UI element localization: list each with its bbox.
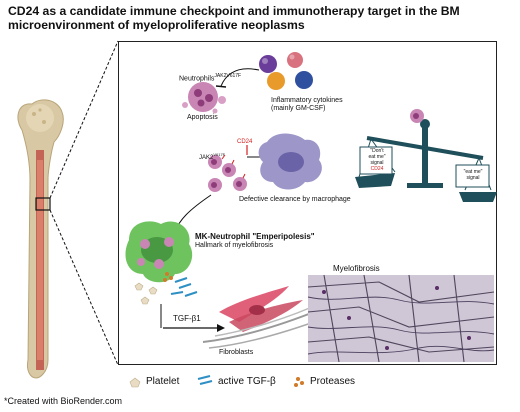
protease-icon [163, 272, 173, 282]
legend-proteases: Proteases [310, 376, 356, 387]
balance-scale-icon [355, 109, 497, 202]
femur-bone-icon [17, 99, 64, 379]
legend-active-tgf: active TGF-β [218, 376, 276, 387]
tgf-label: TGF-β1 [173, 314, 201, 323]
fibroblast-icon [202, 286, 326, 349]
apoptosis-label: Apoptosis [187, 114, 218, 121]
megakaryocyte-icon [125, 221, 193, 283]
cytokine-cluster-icon [259, 52, 313, 90]
defective-clearance-label: Defective clearance by macrophage [239, 196, 351, 203]
tgf-beta-icon [170, 277, 198, 297]
mk-neutrophil-title: MK-Neutrophil "Emperipolesis" [195, 232, 315, 241]
zoom-box [35, 197, 51, 211]
myelofibrosis-histology-image [307, 274, 495, 363]
figure-title: CD24 as a candidate immune checkpoint an… [8, 4, 460, 32]
mk-neutrophil-subtitle: Hallmark of myelofibrosis [195, 242, 274, 249]
myelofibrosis-label: Myelofibrosis [333, 264, 380, 273]
neutrophils-label: NeutrophilsJAK2V617F [179, 73, 242, 83]
eat-me-label: "eat me"signal [463, 169, 483, 181]
neutrophil-icon [208, 154, 247, 192]
bone-marrow-panel: NeutrophilsJAK2V617F Apoptosis Inflammat… [118, 41, 497, 365]
cd24-label: CD24 [237, 139, 253, 145]
credit-note: *Created with BioRender.com [4, 396, 123, 406]
legend-platelet: Platelet [146, 376, 180, 387]
jak2-label: JAK2V617F [199, 152, 226, 161]
macrophage-icon [258, 133, 322, 190]
apoptotic-neutrophil-icon [182, 82, 226, 114]
fibroblasts-label: Fibroblasts [219, 349, 254, 356]
panel-illustrations [125, 52, 497, 363]
platelet-icon [134, 282, 158, 305]
cytokines-label: Inflammatory cytokines(mainly GM-CSF) [271, 97, 343, 112]
